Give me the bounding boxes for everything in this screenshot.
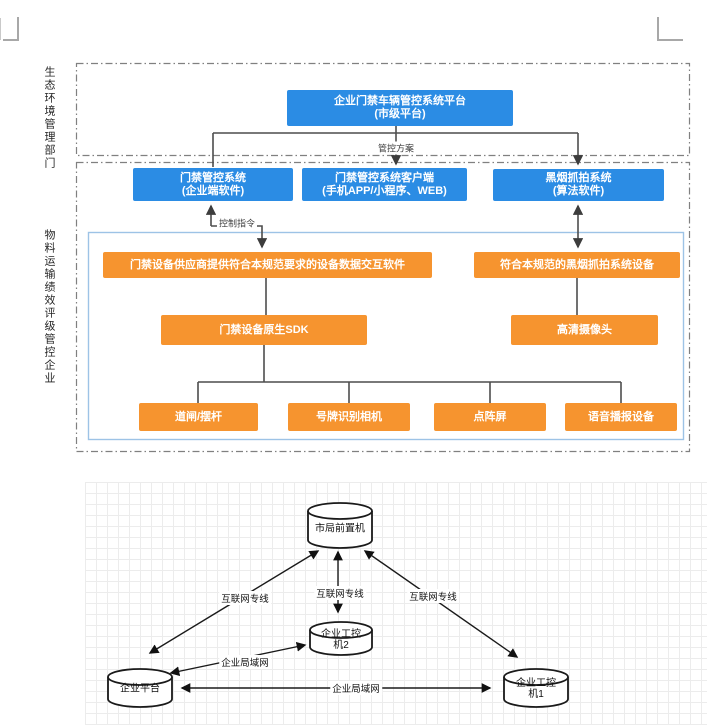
label-ipc2-line1: 企业工控 (321, 629, 361, 640)
node-dot-screen: 点阵屏 (434, 403, 546, 431)
network-connector-layer (107, 502, 569, 708)
cylinder-ipc1 (503, 668, 569, 708)
node-voice-device: 语音播报设备 (565, 403, 677, 431)
network-diagram: 市局前置机 企业工控 机2 企业平台 企业工控 机1 互联网专线 互联网专线 互… (85, 482, 707, 725)
swimlane-label-government: 生态环境管理部门 (43, 66, 55, 170)
edge-label-lan-horizontal: 企业局域网 (330, 681, 382, 695)
node-city-platform: 企业门禁车辆管控系统平台 (市级平台) (287, 90, 513, 126)
page-corner-mark-left (3, 17, 19, 41)
label-enterprise-platform: 企业平台 (120, 683, 160, 695)
cylinder-city-server (307, 502, 373, 549)
page-corner-mark-right (657, 17, 683, 41)
edge-label-lan-diagonal: 企业局域网 (219, 655, 271, 669)
cylinder-enterprise-platform (107, 668, 173, 708)
label-ipc1-line2: 机1 (528, 689, 544, 700)
node-client: 门禁管控系统客户端 (手机APP/小程序、WEB) (302, 168, 467, 201)
label-ipc2: 企业工控 机2 (321, 629, 361, 651)
node-vendor-software: 门禁设备供应商提供符合本规范要求的设备数据交互软件 (103, 252, 432, 278)
label-ipc1: 企业工控 机1 (516, 678, 556, 700)
node-smoke-system-line1: 黑烟抓拍系统 (545, 172, 612, 184)
label-ipc2-line2: 机2 (333, 640, 349, 651)
swimlane-label-enterprise: 物料运输绩效评级管控企业 (43, 229, 55, 385)
edge-label-internet-left: 互联网专线 (219, 591, 271, 605)
node-camera: 高清摄像头 (511, 315, 658, 345)
node-smoke-system-line2: (算法软件) (552, 185, 605, 197)
edge-label-plan: 管控方案 (375, 141, 417, 155)
node-barrier: 道闸/摆杆 (139, 403, 258, 431)
equipment-group-border (87, 231, 685, 441)
architecture-diagram: 生态环境管理部门 物料运输绩效评级管控企业 (43, 62, 691, 453)
node-access-system: 门禁管控系统 (企业端软件) (133, 168, 293, 201)
node-access-system-line1: 门禁管控系统 (180, 171, 246, 184)
label-city-server: 市局前置机 (315, 523, 365, 535)
edge-label-internet-right: 互联网专线 (407, 589, 459, 603)
node-smoke-system: 黑烟抓拍系统 (算法软件) (493, 169, 664, 201)
diagram-connector-layer (75, 62, 691, 453)
node-sdk: 门禁设备原生SDK (161, 315, 367, 345)
cylinder-ipc2 (309, 621, 373, 656)
section-border-government (75, 62, 691, 157)
edge-label-command: 控制指令 (216, 216, 258, 230)
node-city-platform-line1: 企业门禁车辆管控系统平台 (334, 95, 466, 107)
node-smoke-device: 符合本规范的黑烟抓拍系统设备 (474, 252, 680, 278)
edge-label-internet-mid: 互联网专线 (314, 586, 366, 600)
section-border-enterprise (75, 161, 691, 453)
node-city-platform-line2: (市级平台) (374, 108, 426, 120)
label-ipc1-line1: 企业工控 (516, 678, 556, 689)
page-edge-mark (0, 18, 1, 40)
node-plate-camera: 号牌识别相机 (288, 403, 410, 431)
edge-cityserver-ipc1 (363, 550, 519, 658)
node-client-line1: 门禁管控系统客户端 (335, 171, 434, 184)
node-access-system-line2: (企业端软件) (181, 184, 245, 197)
node-client-line2: (手机APP/小程序、WEB) (322, 184, 447, 197)
